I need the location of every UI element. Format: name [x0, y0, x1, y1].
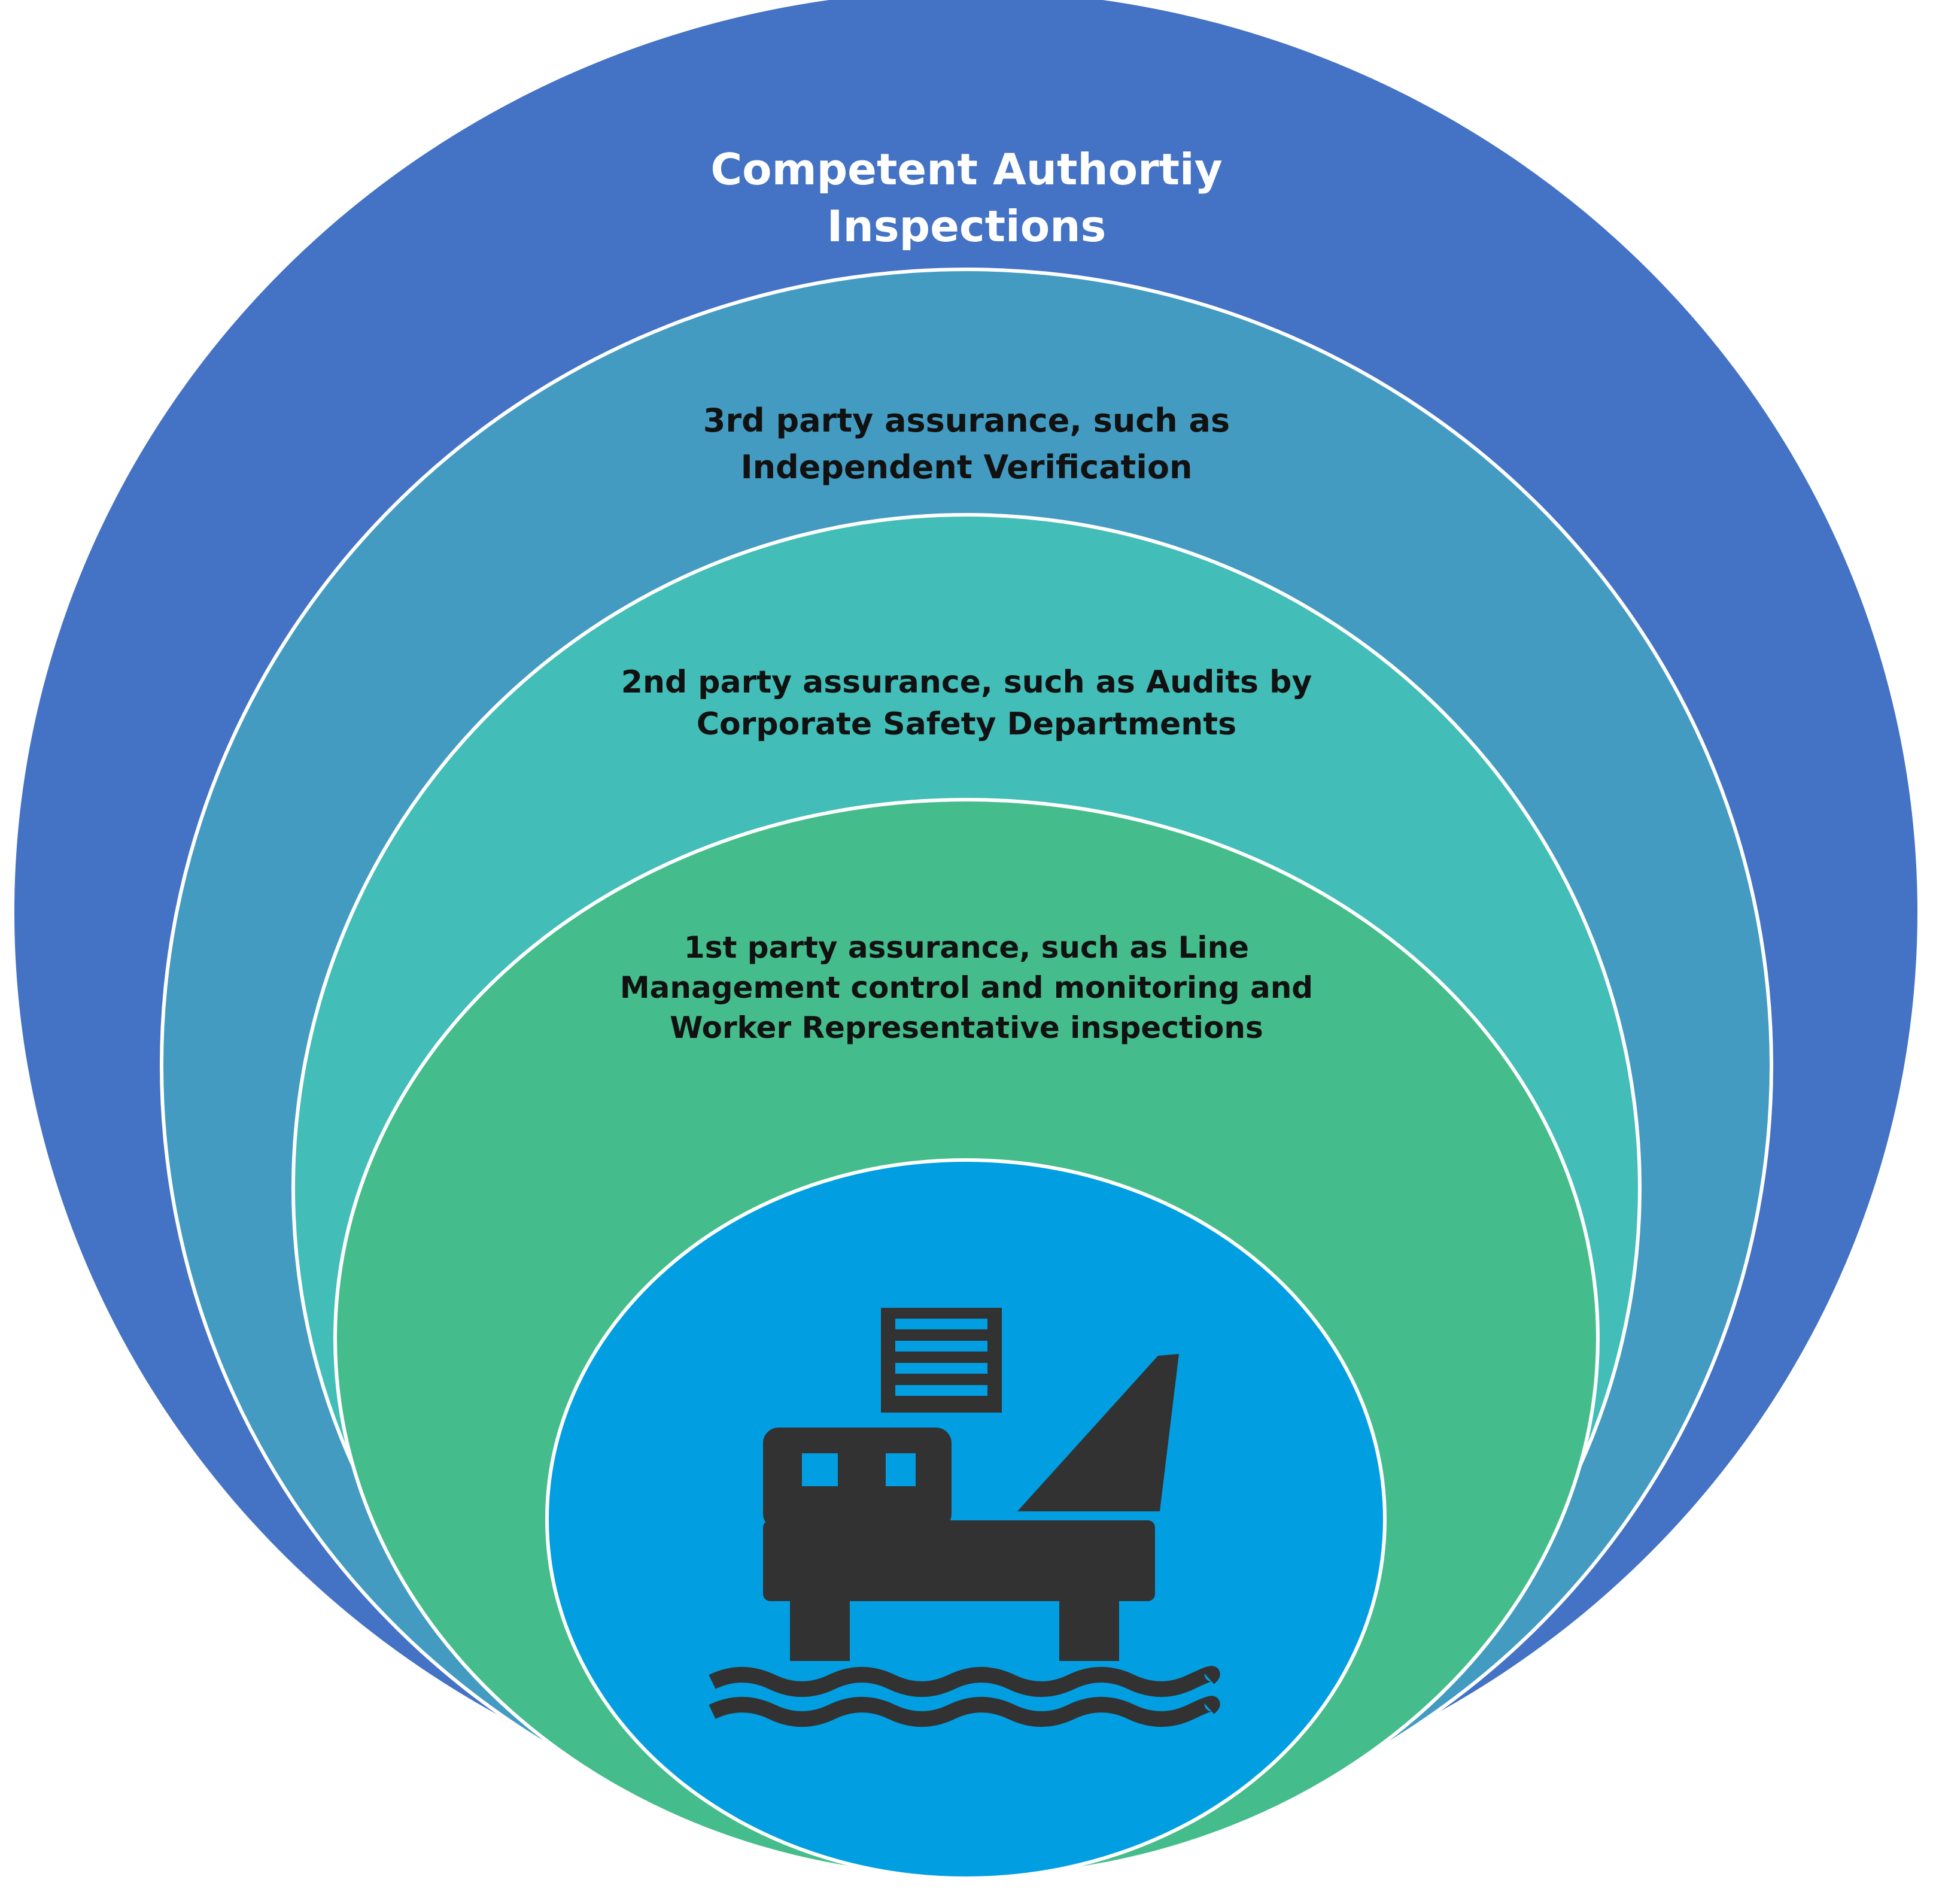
wave-icon [709, 1696, 1220, 1727]
third-party-assurance-label: 3rd party assurance, such as Independent… [703, 402, 1230, 487]
first-party-assurance-label: 1st party assurance, such as Line Manage… [619, 930, 1314, 1045]
competent-authority-label: Competent Authortiy Inspections [710, 144, 1223, 252]
second-party-assurance-label: 2nd party assurance, such as Audits by C… [621, 664, 1312, 742]
wave-icon [709, 1666, 1220, 1697]
core-facility-circle [545, 1158, 1387, 1880]
offshore-platform-icon [763, 1308, 1179, 1661]
